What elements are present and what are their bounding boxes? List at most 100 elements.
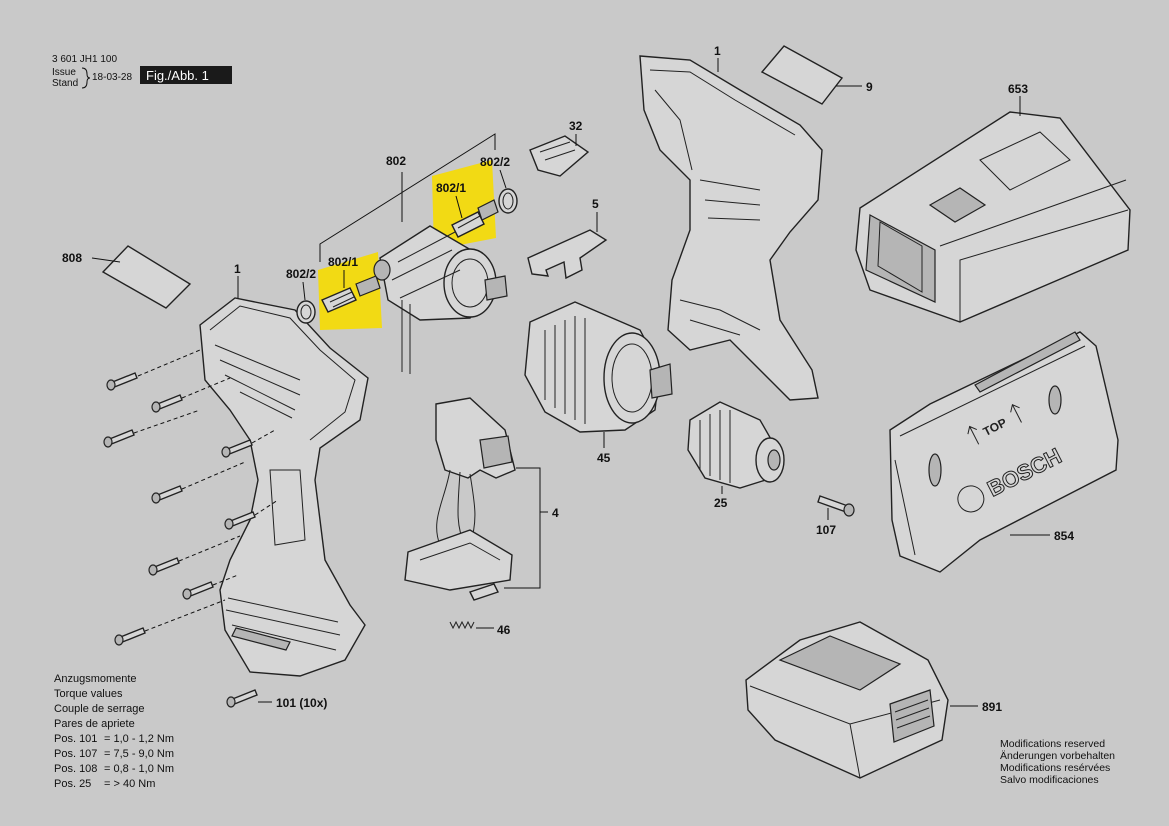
housing-right-foot-lines [679,299,761,336]
part-46-spring: 46 [449,620,511,637]
label-802: 802 [386,154,406,168]
spring-46 [449,620,475,630]
holder-plate-edges [894,345,1086,556]
battery-gauge-panel [889,689,935,743]
issue-label: Issue [52,67,76,78]
carbon-brush-802-1-left [321,275,381,313]
top-arrow-icon [967,404,1022,445]
part-45-gearbox: 45 [524,301,673,465]
torque-values-block: Anzugsmomente Torque values Couple de se… [54,673,174,790]
direction-switch-5 [527,229,608,280]
torque-row-pos: Pos. 108 [54,763,97,775]
holder-plate-hole-right [1048,385,1062,415]
part-854-holder-plate: BOSCH TOP 854 [889,331,1119,573]
label-plate-808 [101,245,192,309]
label-802-1-right: 802/1 [436,181,466,195]
label-4: 4 [552,506,559,520]
charger-slot [979,131,1071,191]
part-107-screw: 107 [816,495,855,537]
holder-plate-hole-left [928,453,942,487]
charger-edges [939,179,1129,322]
label-25: 25 [714,496,728,510]
bosch-logo-ring [957,485,985,513]
stand-label: Stand [52,78,78,89]
label-891: 891 [982,700,1002,714]
housing-left-rim [209,305,356,441]
part-808-label-plate: 808 [62,245,192,309]
torque-row-value: = 7,5 - 9,0 Nm [104,748,174,760]
label-32: 32 [569,119,583,133]
battery-top-rail [778,635,902,691]
highlight-brush-right [432,160,496,250]
figure-label: Fig./Abb. 1 [146,68,209,83]
screws-101-dash-leaders [133,349,279,632]
screw-101-e [151,485,183,504]
label-45: 45 [597,451,611,465]
screw-101-j [226,689,258,708]
slide-switch-32-grip [539,141,576,161]
chuck-grip [699,410,731,483]
torque-title-de: Anzugsmomente [54,673,137,685]
screw-101-h [182,581,214,600]
screw-101-d [221,439,253,458]
brush-cap-802-2-left [296,300,316,324]
label-107: 107 [816,523,836,537]
issue-date: 18-03-28 [92,72,132,83]
leader-808 [91,257,121,263]
switch-connector [469,583,499,601]
holder-plate-rail [974,331,1081,393]
label-1-left: 1 [234,262,241,276]
motor-body [373,225,508,374]
label-802-1-left: 802/1 [328,255,358,269]
chuck-jaw [767,449,781,471]
torque-title-fr: Couple de serrage [54,703,145,715]
gearbox-ribs [544,316,586,424]
holder-plate [889,331,1119,573]
part-802-motor-assembly: 802 802/2 802/1 [286,133,518,374]
torque-row-pos: Pos. 101 [54,733,97,745]
charger-front-face [865,214,936,303]
housing-left-outline [199,297,369,677]
housing-left-badge [231,627,291,651]
housing-left-ribs [214,344,301,419]
charger-vent [877,221,923,293]
modifications-note: Modifications reserved Änderungen vorbeh… [1000,738,1115,786]
part-1-housing-left: 1 [199,262,369,677]
leader-802-2-right [499,169,507,189]
modifications-es: Salvo modificaciones [1000,774,1099,786]
switch-board [404,529,513,591]
housing-right-outline [639,55,823,401]
charger-body [855,111,1131,323]
label-5: 5 [592,197,599,211]
trigger-switch-button [479,435,513,469]
screw-101-i [114,627,146,646]
part-891-battery: 891 [745,621,1002,779]
torque-row-pos: Pos. 25 [54,778,91,790]
part-32-slide-switch: 32 [529,119,590,177]
part-9-nameplate: 9 [760,45,873,105]
issue-brace [81,67,91,89]
part-4-switch-module: 4 [404,397,559,601]
torque-row-value: = 1,0 - 1,2 Nm [104,733,174,745]
screw-107-head [843,503,855,517]
modifications-en: Modifications reserved [1000,738,1105,750]
part-25-chuck: 25 [687,401,785,510]
gearbox-spindle [649,363,673,399]
label-808: 808 [62,251,82,265]
figure-box [140,66,232,84]
torque-row-value: = 0,8 - 1,0 Nm [104,763,174,775]
torque-row-value: = > 40 Nm [104,778,155,790]
bracket-4 [504,467,541,589]
label-46: 46 [497,623,511,637]
switch-board-edge [419,542,501,561]
screw-101-g [148,557,180,576]
part-653-charger: 653 [855,82,1131,323]
screw-101-b [151,394,183,413]
label-653: 653 [1008,82,1028,96]
label-802-2-right: 802/2 [480,155,510,169]
torque-title-es: Pares de apriete [54,718,135,730]
doc-number: 3 601 JH1 100 [52,54,117,65]
label-9: 9 [866,80,873,94]
housing-right-inner-lines [649,69,796,221]
